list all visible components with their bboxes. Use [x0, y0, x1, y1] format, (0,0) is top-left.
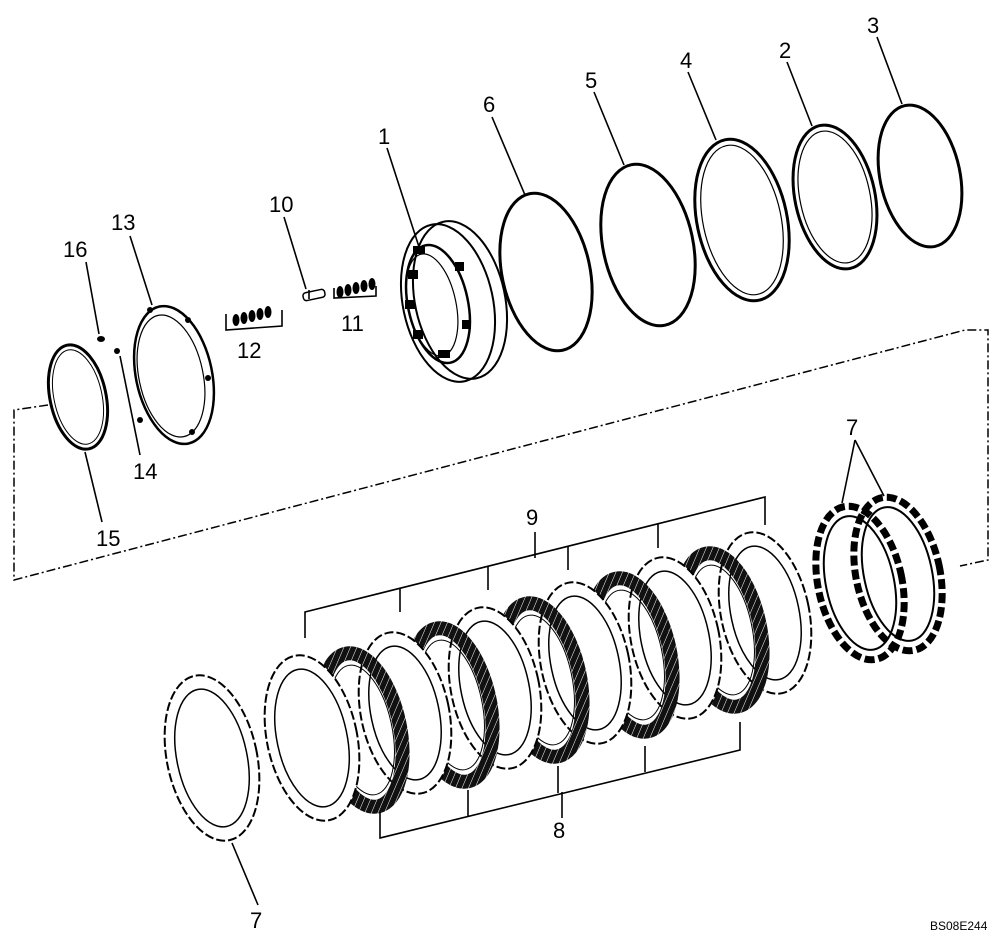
callout-11: 11: [341, 311, 364, 336]
part-14-ball: [114, 348, 120, 354]
figure-id: BS08E244: [930, 919, 988, 933]
callout-1: 1: [378, 124, 390, 149]
callout-8: 8: [553, 818, 565, 843]
clutch-pack: [263, 531, 813, 822]
part-15-snap-ring: [46, 343, 110, 451]
callout-13: 13: [111, 210, 135, 235]
callout-12: 12: [237, 338, 261, 363]
callout-3: 3: [867, 13, 879, 38]
callout-16: 16: [63, 237, 87, 262]
part-16-pin: [97, 336, 105, 342]
part-2-seal-ring: [791, 123, 879, 271]
part-13-retainer-plate: [132, 304, 216, 446]
part-5-seal-ring: [599, 162, 697, 328]
part-4-seal-ring: [693, 137, 791, 303]
callout-4: 4: [680, 48, 692, 73]
part-10-pin: [302, 288, 326, 302]
callout-2: 2: [779, 38, 791, 63]
part-7-separator-plate-pair: [812, 493, 946, 664]
part-7-separator-plate: [163, 674, 261, 842]
assembly-dashed-outline: [13, 329, 989, 581]
callout-7-top: 7: [846, 415, 858, 440]
bracket-9: [304, 495, 766, 638]
part-1-piston: [399, 220, 509, 383]
part-6-seal-ring: [498, 191, 594, 353]
part-12-spring-set: [225, 306, 283, 331]
callout-9: 9: [526, 505, 538, 530]
callout-15: 15: [96, 526, 120, 551]
separator-plate: [263, 654, 361, 822]
part-3-seal-ring: [876, 103, 964, 249]
callout-6: 6: [483, 92, 495, 117]
part-11-spring-set: [333, 278, 377, 299]
callout-7-bottom: 7: [250, 908, 262, 933]
callout-10: 10: [269, 192, 293, 217]
callout-5: 5: [585, 68, 597, 93]
leader-lines: [84, 36, 903, 906]
callout-14: 14: [133, 459, 157, 484]
bracket-8: [379, 722, 741, 840]
